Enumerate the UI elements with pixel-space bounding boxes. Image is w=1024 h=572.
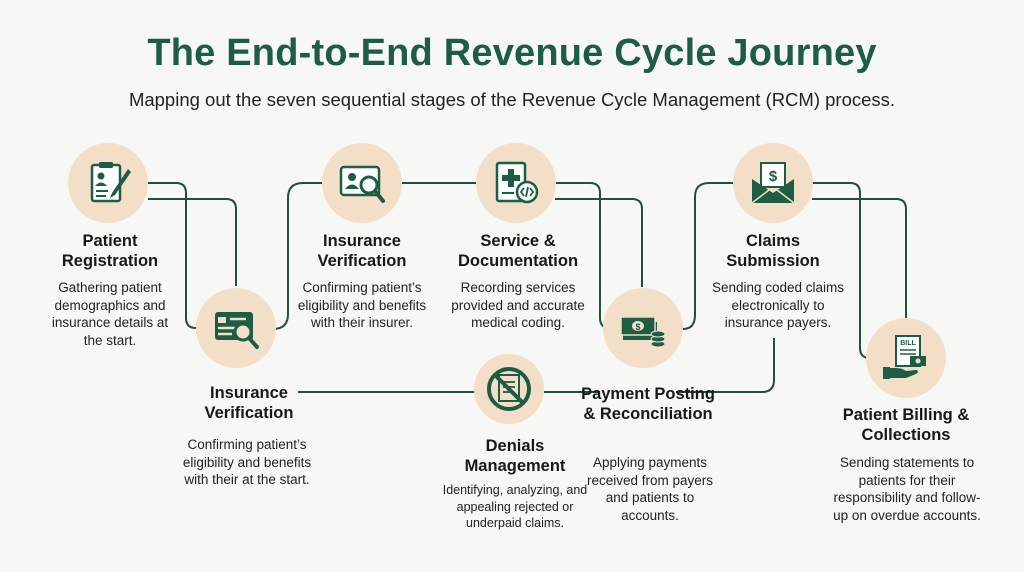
stage-description: Identifying, analyzing, and appealing re… bbox=[442, 483, 588, 530]
stage-icon-circle: $ bbox=[733, 143, 813, 223]
svg-text:$: $ bbox=[635, 322, 640, 332]
id-card-magnifier-icon bbox=[339, 165, 385, 203]
stage-title: Service & Documentation bbox=[457, 232, 579, 270]
stage-description: Sending coded claims electronically to i… bbox=[711, 280, 845, 330]
stage-description: Gathering patient demographics and insur… bbox=[51, 280, 169, 348]
cash-coins-icon: $ bbox=[620, 316, 666, 348]
stage-icon-circle bbox=[474, 354, 544, 424]
stage-description: Confirming patient’s eligibility and ben… bbox=[182, 437, 312, 487]
bill-hand-icon: BILL bbox=[883, 335, 926, 379]
stage-title: Patient Registration bbox=[61, 232, 159, 270]
stage-icon-circle: BILL bbox=[866, 318, 946, 398]
stage-icon-circle bbox=[322, 143, 402, 223]
medical-record-code-icon bbox=[495, 161, 539, 204]
stage-title: Payment Posting & Reconciliation bbox=[581, 385, 715, 423]
stage-title: Claims Submission bbox=[726, 232, 820, 270]
stage-icon-circle bbox=[196, 288, 276, 368]
stage-icon-circle: $ bbox=[603, 288, 683, 368]
stage-description: Sending statements to patients for their… bbox=[833, 455, 981, 523]
stage-icon-circle bbox=[68, 143, 148, 223]
page-title: The End-to-End Revenue Cycle Journey bbox=[147, 32, 877, 74]
denied-document-icon bbox=[487, 367, 531, 411]
page-subtitle: Mapping out the seven sequential stages … bbox=[128, 89, 896, 110]
clipboard-pen-icon bbox=[90, 162, 131, 203]
stage-title: Insurance Verification bbox=[317, 232, 407, 270]
svg-text:$: $ bbox=[769, 168, 778, 185]
dollar-envelope-icon: $ bbox=[751, 162, 795, 204]
stage-description: Confirming patient’s eligibility and ben… bbox=[297, 280, 427, 330]
stage-title: Insurance Verification bbox=[204, 384, 294, 422]
stage-description: Recording services provided and accurate… bbox=[451, 280, 585, 330]
id-card-magnifier-icon bbox=[215, 312, 259, 349]
stage-title: Patient Billing & Collections bbox=[842, 406, 970, 444]
svg-text:BILL: BILL bbox=[900, 340, 916, 347]
stage-title: Denials Management bbox=[464, 437, 566, 475]
stage-description: Applying payments received from payers a… bbox=[586, 455, 714, 523]
stage-icon-circle bbox=[476, 143, 556, 223]
